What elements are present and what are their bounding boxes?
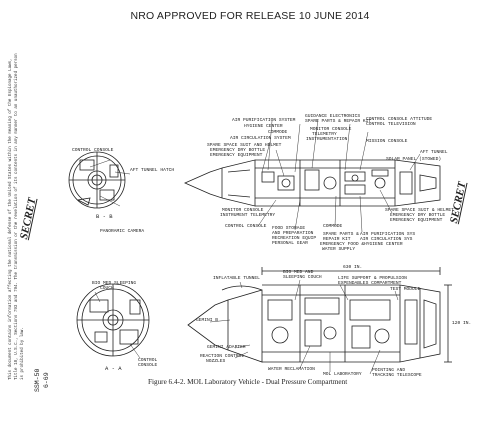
label-pointing-and: POINTING AND [372, 368, 406, 373]
label-expendables: EXPENDABLES COMPARTMENT [338, 281, 402, 286]
label-aa-bio-med: BIO MED SLEEPING [92, 281, 137, 286]
label-test-module: TEST MODULE [390, 287, 421, 292]
label-emergency-dry-bottle-2: EMERGENCY DRY BOTTLE [390, 213, 446, 218]
label-life-support: LIFE SUPPORT & PROPULSION [338, 276, 407, 281]
label-solar-panel: SOLAR PANEL (STOWED) [386, 157, 442, 162]
label-nozzles: NOZZLES [206, 359, 226, 364]
label-gemini-adapter: GEMINI ADAPTER [207, 345, 246, 350]
label-aa-couch: COUCH [100, 286, 114, 291]
label-repair-kit-2: REPAIR KIT [323, 237, 351, 242]
label-section-b-b: B - B [96, 213, 113, 220]
label-reaction-control: REACTION CONTROL [200, 354, 245, 359]
label-tracking-telescope: TRACKING TELESCOPE [372, 373, 422, 378]
top-fuselage-drawing [184, 159, 441, 207]
label-emergency-food: EMERGENCY FOOD & [320, 242, 365, 247]
label-instrumentation: INSTRUMENTATION [306, 137, 348, 142]
label-commode: COMMODE [268, 130, 288, 135]
label-sleeping-couch: SLEEPING COUCH [283, 275, 322, 280]
label-panoramic-camera: PANORAMIC CAMERA [100, 229, 145, 234]
label-section-a-a: A - A [105, 365, 122, 372]
label-personal-gear: PERSONAL GEAR [272, 241, 308, 246]
label-food-storage: FOOD STORAGE [272, 226, 306, 231]
label-air-circulation: AIR CIRCULATION SYSTEM [230, 136, 291, 141]
label-instrument-telemetry: INSTRUMENT TELEMETRY [220, 213, 276, 218]
bottom-fuselage-drawing [187, 267, 452, 363]
label-aa-console: CONSOLE [138, 363, 158, 368]
label-aft-tunnel-hatch: AFT TUNNEL HATCH [130, 168, 175, 173]
label-spare-parts-2: SPARE PARTS & [323, 232, 359, 237]
label-emergency-equipment-2: EMERGENCY EQUIPMENT [390, 218, 443, 223]
label-hygiene-center-2: HYGIENE CENTER [364, 242, 403, 247]
label-control-console: CONTROL CONSOLE [225, 224, 267, 229]
label-bio-med: BIO MED AND [283, 270, 314, 275]
label-spare-parts: SPARE PARTS & REPAIR KIT [305, 119, 372, 124]
label-aft-tunnel: AFT TUNNEL [420, 150, 448, 155]
label-guidance-electronics: GUIDANCE ELECTRONICS [305, 114, 361, 119]
label-inflatable-tunnel: INFLATABLE TUNNEL [213, 276, 260, 281]
label-spare-space-suit: SPARE SPACE SUIT AND HELMET [207, 143, 282, 148]
label-air-circulation-sys: AIR CIRCULATION SYS [360, 237, 413, 242]
label-control-console-attitude: CONTROL CONSOLE ATTITUDE [366, 117, 433, 122]
section-b-b-drawing [68, 151, 126, 209]
label-monitor-console: MONITOR CONSOLE [310, 127, 352, 132]
label-air-purification-sys: AIR PURIFICATION SYS [360, 232, 416, 237]
figure-caption: Figure 6.4-2. MOL Laboratory Vehicle - D… [148, 378, 348, 386]
label-mol-laboratory: MOL LABORATORY [323, 372, 362, 377]
label-water-reclamation: WATER RECLAMATION [268, 367, 315, 372]
release-header: NRO APPROVED FOR RELEASE 10 JUNE 2014 [130, 10, 370, 22]
label-and-preparation: AND PREPARATION [272, 231, 314, 236]
doc-number: SSM-50 [34, 368, 41, 392]
section-a-a-drawing [76, 283, 150, 357]
label-recreation-equip: RECREATION EQUIP [272, 236, 317, 241]
label-monitor-console-2: MONITOR CONSOLE [222, 208, 264, 213]
label-control-television: CONTROL TELEVISION [366, 122, 416, 127]
label-emergency-equipment: EMERGENCY EQUIPMENT [210, 153, 263, 158]
label-water-supply: WATER SUPPLY [322, 247, 356, 252]
label-mission-console: MISSION CONSOLE [366, 139, 408, 144]
label-bb-control-console: CONTROL CONSOLE [72, 148, 114, 153]
label-air-purification: AIR PURIFICATION SYSTEM [232, 118, 296, 123]
dimension-diameter: 120 IN. [452, 321, 472, 326]
label-emergency-dry-bottle: EMERGENCY DRY BOTTLE [210, 148, 266, 153]
label-telemetry: TELEMETRY [312, 132, 337, 137]
label-commode-2: COMMODE [323, 224, 343, 229]
label-hygiene-center: HYGIENE CENTER [244, 124, 283, 129]
doc-date: 6-69 [43, 372, 50, 388]
label-spare-suit-helmet: SPARE SPACE SUIT & HELMET [385, 208, 454, 213]
label-aa-control: CONTROL [138, 358, 158, 363]
dimension-length: 630 IN. [343, 265, 363, 270]
label-gemini-b: GEMINI B [196, 318, 219, 323]
